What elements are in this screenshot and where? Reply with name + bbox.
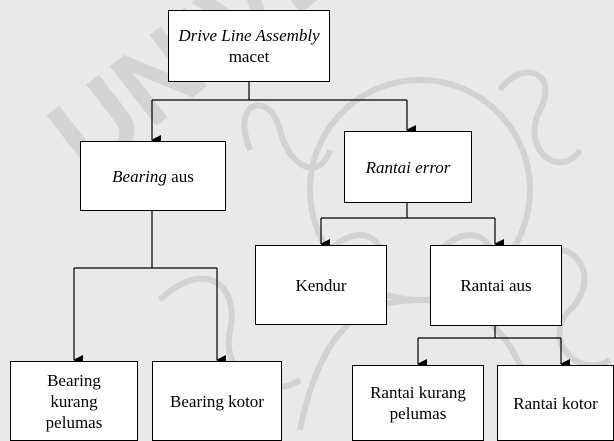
node-rantai-kotor: Rantai kotor bbox=[497, 365, 614, 441]
node-bearing-kotor: Bearing kotor bbox=[152, 361, 282, 441]
node-root-italic: Drive Line Assembly bbox=[178, 26, 319, 45]
node-bearing-kurang-pelumas: Bearing kurang pelumas bbox=[10, 361, 138, 441]
node-rantai-kurang-pelumas: Rantai kurang pelumas bbox=[352, 365, 484, 441]
node-rantai-error-italic: Rantai error bbox=[366, 158, 451, 177]
node-kendur: Kendur bbox=[255, 245, 387, 325]
node-rantai-error: Rantai error bbox=[344, 131, 472, 203]
node-rantai-aus: Rantai aus bbox=[430, 245, 562, 326]
node-bearing-aus: Bearing aus bbox=[80, 141, 226, 211]
node-rkp-line2: pelumas bbox=[390, 404, 447, 423]
node-bkp-line2: kurang bbox=[50, 392, 97, 411]
node-bearing-kotor-label: Bearing kotor bbox=[170, 392, 264, 411]
node-rantai-aus-label: Rantai aus bbox=[460, 276, 531, 295]
node-rantai-kotor-label: Rantai kotor bbox=[513, 394, 598, 413]
node-rkp-line1: Rantai kurang bbox=[370, 383, 466, 402]
node-bkp-line3: pelumas bbox=[46, 413, 103, 432]
node-kendur-label: Kendur bbox=[296, 276, 347, 295]
node-root-plain: macet bbox=[229, 47, 270, 66]
node-bkp-line1: Bearing bbox=[47, 371, 101, 390]
node-bearing-aus-italic: Bearing bbox=[112, 167, 167, 186]
node-bearing-aus-plain: aus bbox=[167, 167, 194, 186]
node-drive-line-assembly-macet: Drive Line Assembly macet bbox=[168, 10, 330, 82]
